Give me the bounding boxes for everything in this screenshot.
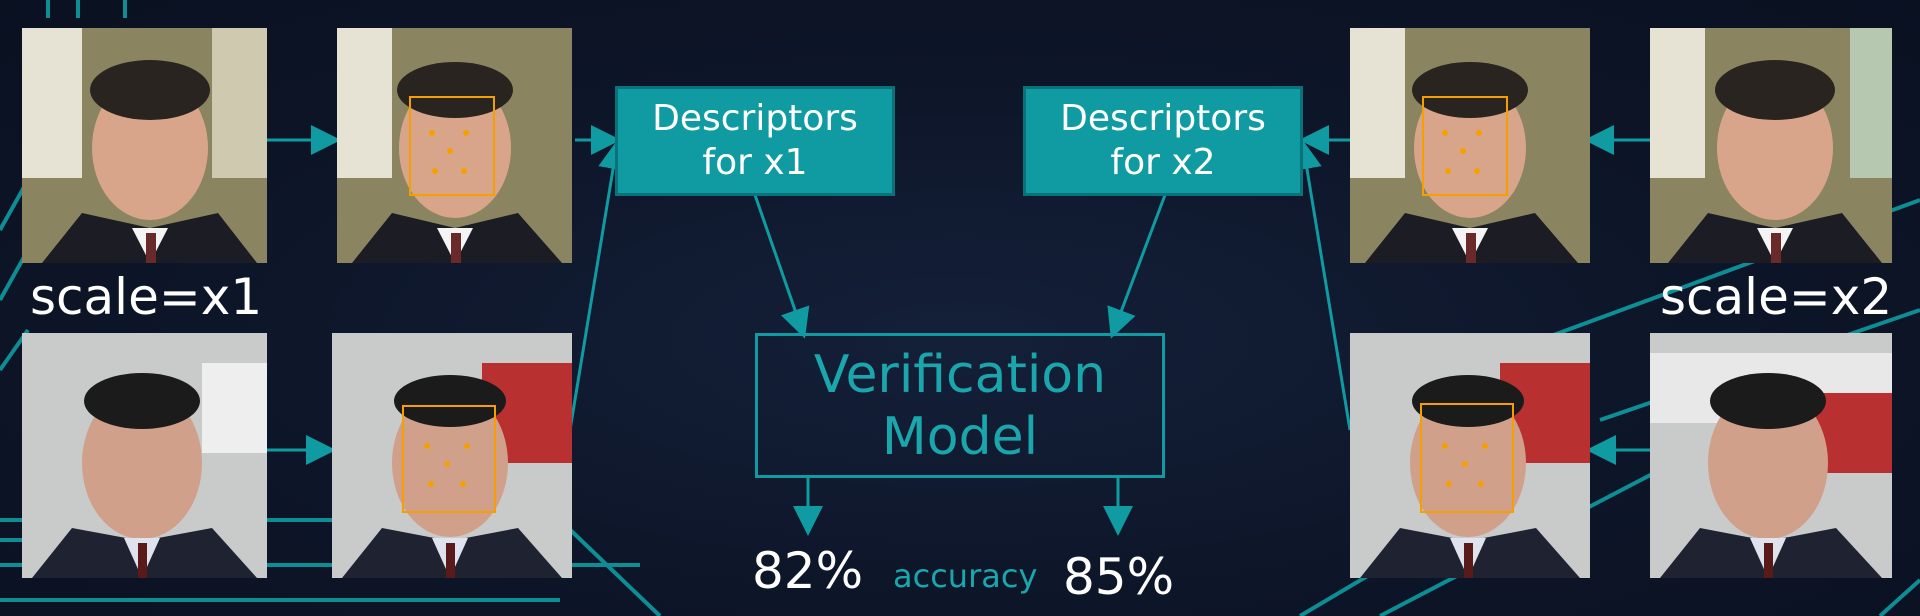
face-bounding-box	[402, 405, 496, 513]
accuracy-x2-value: 85%	[1063, 548, 1175, 606]
landmark-point	[1460, 148, 1466, 154]
descriptors-x2-line1: Descriptors	[1060, 98, 1266, 139]
landmark-point	[424, 443, 430, 449]
landmark-point	[1445, 168, 1451, 174]
accuracy-label: accuracy	[893, 557, 1038, 595]
scale-label-x2: scale=x2	[1660, 268, 1893, 326]
landmark-point	[460, 481, 466, 487]
face-photo-detected-4	[1350, 333, 1590, 578]
face-photo-detected-2	[332, 333, 572, 578]
descriptors-x1-box: Descriptors for x1	[615, 86, 895, 196]
descriptors-x1-line1: Descriptors	[652, 98, 858, 139]
landmark-point	[464, 443, 470, 449]
landmark-point	[447, 148, 453, 154]
face-bounding-box	[1420, 403, 1514, 513]
landmark-point	[444, 461, 450, 467]
face-photo-detected-1	[337, 28, 572, 263]
face-photo-original-1	[22, 28, 267, 263]
face-bounding-box	[1422, 96, 1508, 196]
accuracy-x1-value: 82%	[752, 542, 864, 600]
face-photo-original-4	[1650, 333, 1892, 578]
landmark-point	[461, 168, 467, 174]
model-title-line1: Verification	[813, 344, 1107, 405]
face-photo-original-3	[1650, 28, 1892, 263]
scale-label-x1: scale=x1	[30, 268, 263, 326]
landmark-point	[1446, 481, 1452, 487]
landmark-point	[432, 168, 438, 174]
descriptors-x2-line2: for x2	[1110, 142, 1216, 183]
descriptors-x1-line2: for x1	[702, 142, 808, 183]
landmark-point	[1476, 130, 1482, 136]
face-photo-original-2	[22, 333, 267, 578]
model-title-line2: Model	[881, 406, 1039, 467]
landmark-point	[1478, 481, 1484, 487]
face-photo-detected-3	[1350, 28, 1590, 263]
landmark-point	[1442, 443, 1448, 449]
face-bounding-box	[409, 96, 495, 196]
landmark-point	[1462, 461, 1468, 467]
verification-model-box: Verification Model	[755, 333, 1165, 478]
landmark-point	[1442, 130, 1448, 136]
landmark-point	[463, 130, 469, 136]
landmark-point	[429, 130, 435, 136]
landmark-point	[1474, 168, 1480, 174]
descriptors-x2-box: Descriptors for x2	[1023, 86, 1303, 196]
landmark-point	[1482, 443, 1488, 449]
landmark-point	[428, 481, 434, 487]
